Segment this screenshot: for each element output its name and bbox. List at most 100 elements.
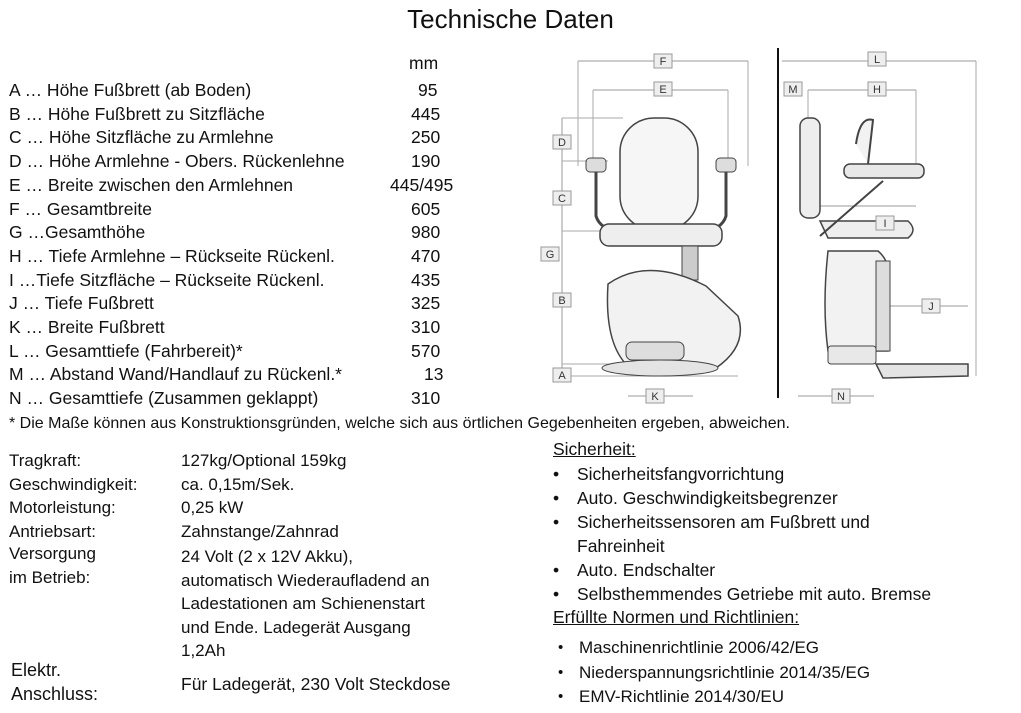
label-m: M [788, 84, 797, 96]
label-e: E [659, 84, 666, 96]
norm-item: EMV-Richtlinie 2014/30/EU [579, 687, 785, 706]
dimension-value: 445 [411, 103, 441, 124]
stairlift-drawing: F E D C G B A K [538, 46, 988, 410]
sicherheit-heading: Sicherheit: [553, 439, 636, 459]
side-rail [875, 260, 891, 352]
dimension-value: 470 [411, 245, 441, 266]
bullet-icon: • [553, 464, 560, 484]
label-box [783, 81, 803, 97]
bullet-icon: • [558, 663, 564, 681]
label-box [867, 51, 887, 67]
dimension-label: A … Höhe Fußbrett (ab Boden) [9, 80, 252, 100]
label-j: J [928, 301, 934, 313]
anschluss-label: Elektr. Anschluss: [11, 658, 98, 706]
dimension-value: 310 [411, 317, 441, 337]
left-armrest-knob [585, 157, 607, 173]
dimension-value: 605 [411, 198, 441, 219]
dimension-label: L … Gesamttiefe (Fahrbereit)* [9, 340, 243, 361]
dimension-value: 190 [411, 151, 441, 172]
dimension-label: D … Höhe Armlehne - Obers. Rückenlehne [9, 151, 345, 172]
sicherheit-item: Sicherheitssensoren am Fußbrett und [577, 512, 870, 532]
sicherheit-item: Auto. Geschwindigkeitsbegrenzer [577, 488, 838, 508]
unit-header: mm [409, 53, 439, 73]
dimension-value: 435 [411, 269, 441, 290]
label-d: D [558, 137, 566, 149]
label-f: F [660, 56, 667, 68]
label-h: H [873, 84, 881, 96]
dimension-label: G …Gesamthöhe [9, 222, 146, 243]
label-l: L [874, 54, 880, 66]
front-view [561, 60, 749, 397]
side-armrest-upright [855, 118, 875, 165]
spec-value: Zahnstange/Zahnrad [181, 521, 339, 541]
page-title: Technische Daten [407, 4, 614, 34]
label-a: A [558, 370, 566, 382]
side-strut [819, 180, 884, 237]
sicherheit-item: Sicherheitsfangvorrichtung [577, 464, 785, 484]
norm-item: Niederspannungsrichtlinie 2014/35/EG [579, 662, 871, 682]
right-armrest-knob [715, 157, 737, 173]
label-box [875, 215, 895, 231]
spec-label: Motorleistung: [9, 498, 116, 517]
dimension-value: 325 [411, 293, 441, 314]
dimension-label: K … Breite Fußbrett [9, 317, 165, 337]
seat-shape [599, 223, 723, 247]
anschluss-label-line: Elektr. [11, 660, 62, 680]
versorgung-label-line: Versorgung [9, 544, 96, 563]
dimension-label: M … Abstand Wand/Handlauf zu Rückenl.* [9, 364, 342, 385]
dimension-value: 95 [418, 80, 438, 100]
swivel-column [681, 245, 699, 281]
dimension-value: 570 [411, 340, 441, 361]
dimension-label: N … Gesamttiefe (Zusammen geklappt) [9, 388, 319, 409]
dimension-label: F … Gesamtbreite [9, 198, 152, 219]
label-box [653, 81, 673, 97]
front-labels: F E D C G B A K [540, 53, 673, 404]
label-box [921, 298, 941, 314]
versorgung-value-line: und Ende. Ladegerät Ausgang [181, 617, 411, 637]
side-backrest [799, 117, 821, 219]
versorgung-label-line: im Betrieb: [9, 567, 91, 587]
sicherheit-item: Fahreinheit [577, 536, 665, 556]
side-base [827, 345, 877, 365]
label-box [552, 292, 572, 308]
norm-item: Maschinenrichtlinie 2006/42/EG [579, 638, 820, 657]
label-k: K [651, 391, 659, 403]
label-box [645, 388, 665, 404]
dimension-value: 13 [424, 364, 444, 385]
bullet-icon: • [553, 488, 560, 508]
label-box [867, 81, 887, 97]
bullet-icon: • [553, 512, 560, 532]
footrest-plate [601, 359, 719, 377]
label-box [831, 388, 851, 404]
footrest-hinge [625, 341, 685, 361]
versorgung-value: 24 Volt (2 x 12V Akku), automatisch Wied… [181, 545, 430, 663]
dimension-value: 980 [411, 222, 441, 243]
dimension-label: H … Tiefe Armlehne – Rückseite Rückenl. [9, 245, 335, 266]
side-view [782, 60, 977, 397]
side-armrest [843, 163, 925, 179]
dimension-label: I …Tiefe Sitzfläche – Rückseite Rückenl. [9, 269, 325, 290]
bullet-icon: • [558, 688, 564, 705]
label-box [653, 53, 673, 69]
bullet-icon: • [558, 639, 564, 656]
spec-value: ca. 0,15m/Sek. [181, 474, 295, 494]
side-labels: L M H I J N [783, 51, 941, 404]
spec-value: 0,25 kW [181, 498, 244, 517]
label-box [552, 190, 572, 206]
dimension-value: 310 [411, 388, 441, 409]
dimension-value: 250 [411, 127, 441, 148]
anschluss-value: Für Ladegerät, 230 Volt Steckdose [181, 674, 451, 694]
spec-label: Geschwindigkeit: [9, 474, 138, 494]
versorgung-value-line: automatisch Wiederaufladend an [181, 570, 430, 590]
footnote: * Die Maße können aus Konstruktionsgründ… [9, 415, 790, 432]
anschluss-label-line: Anschluss: [11, 684, 99, 704]
label-n: N [837, 391, 845, 403]
label-c: C [558, 193, 566, 205]
label-g: G [546, 249, 555, 261]
dimension-label: B … Höhe Fußbrett zu Sitzfläche [9, 103, 265, 124]
bullet-icon: • [553, 560, 560, 580]
versorgung-value-line: Ladestationen am Schienenstart [181, 594, 425, 613]
sicherheit-item: Auto. Endschalter [577, 560, 716, 580]
versorgung-value-line: 1,2Ah [181, 641, 226, 660]
bullet-icon: • [553, 584, 560, 604]
